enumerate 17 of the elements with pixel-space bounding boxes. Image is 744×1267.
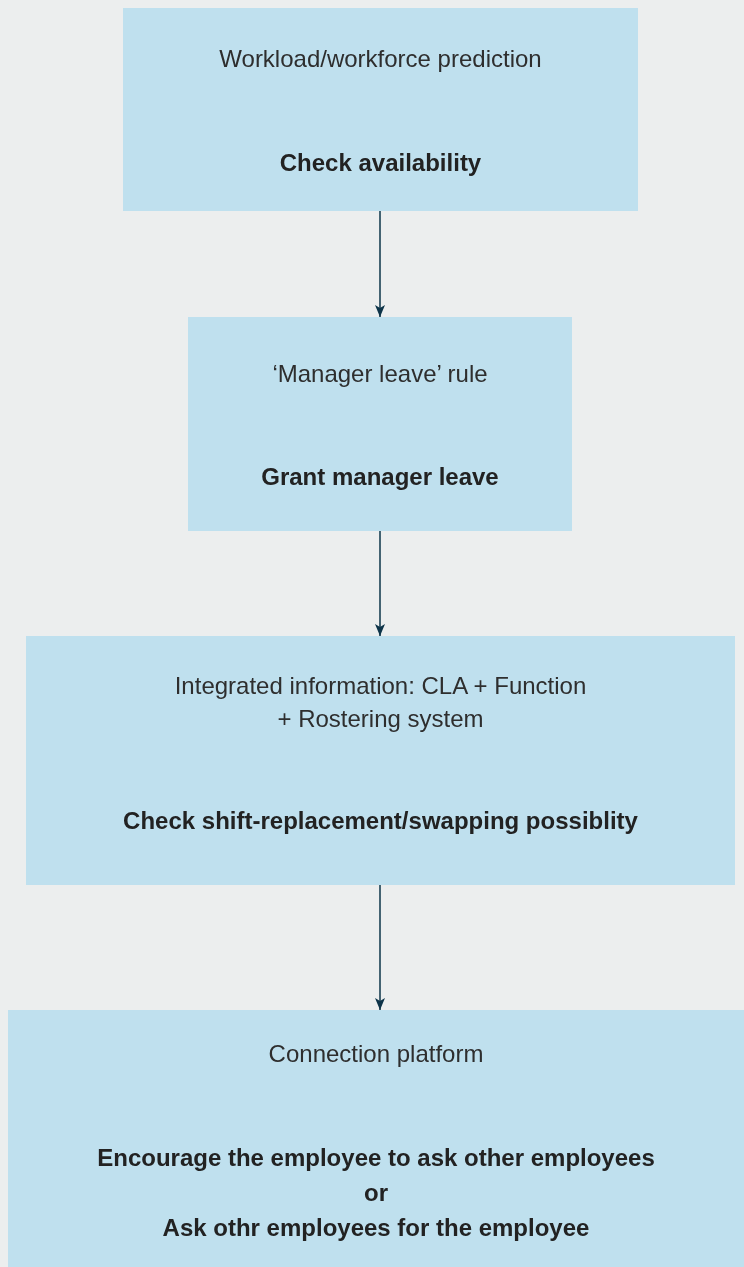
process-box: [188, 317, 572, 531]
process-box: [26, 636, 735, 885]
arrow: [375, 884, 385, 1011]
step-action: Grant manager leave: [261, 462, 499, 492]
arrow: [375, 210, 385, 318]
step-heading: Workload/workforce prediction: [219, 44, 542, 74]
step-action: Ask othr employees for the employee: [162, 1213, 590, 1243]
step-heading: Connection platform: [268, 1039, 484, 1069]
step-action: Check shift-replacement/swapping possiblity: [123, 806, 638, 836]
step-heading: Integrated information: CLA + Function + Rostering system: [173, 671, 588, 734]
process-box: [8, 1010, 744, 1267]
step-action: Encourage the employee to ask other employees: [97, 1143, 655, 1173]
step-action: or: [364, 1178, 388, 1208]
step-heading: ‘Manager leave’ rule: [272, 359, 488, 389]
step-action: Check availability: [279, 148, 482, 178]
arrow: [375, 530, 385, 637]
process-box: [123, 8, 638, 211]
